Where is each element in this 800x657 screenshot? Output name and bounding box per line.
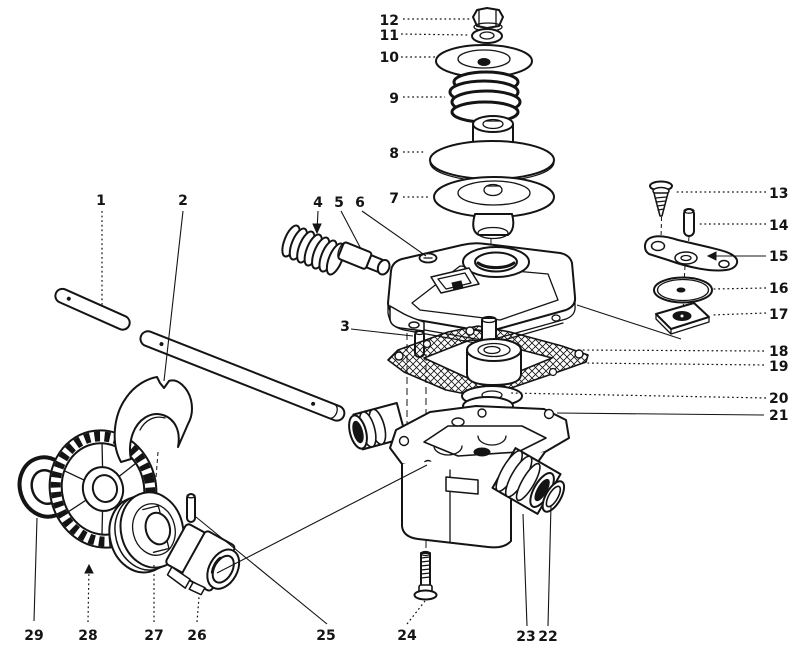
callout-13: 13: [769, 186, 788, 202]
callout-19: 19: [769, 359, 788, 375]
part-flat-washer: [471, 28, 503, 44]
callout-25: 25: [316, 628, 335, 644]
callout-labels: 1 2 3 4 5 6 7 8 9 10 11 12 13 14 15 16 1…: [24, 13, 788, 645]
part-plunger-shaft: [337, 241, 391, 276]
callout-18: 18: [769, 344, 788, 360]
part-bolt: [413, 550, 438, 601]
part-clutch-pin: [186, 493, 196, 523]
callout-4: 4: [313, 195, 323, 211]
part-gear-case: [348, 401, 570, 549]
part-bracket-arm: [644, 235, 739, 272]
callout-9: 9: [389, 91, 399, 107]
part-clutch-spring: [281, 224, 346, 276]
callout-3: 3: [340, 319, 350, 335]
callout-15: 15: [769, 249, 788, 265]
callout-27: 27: [144, 628, 163, 644]
callout-11: 11: [380, 28, 399, 44]
part-gasket: [387, 325, 589, 397]
callout-20: 20: [769, 391, 789, 407]
part-long-rod: [139, 330, 346, 422]
part-friction-disc: [653, 276, 713, 304]
part-bearing: [466, 315, 522, 386]
part-lower-pulley-half: [433, 176, 555, 240]
callout-24: 24: [397, 628, 417, 644]
part-seal-ring: [541, 480, 566, 513]
part-gear-cover: [387, 242, 577, 345]
callout-29: 29: [24, 628, 43, 644]
part-cover-fitting: [418, 252, 438, 264]
callout-26: 26: [187, 628, 206, 644]
part-pin: [683, 208, 695, 237]
leader-lines: [33, 18, 767, 627]
callout-28: 28: [78, 628, 97, 644]
callout-6: 6: [355, 195, 365, 211]
callout-2: 2: [178, 193, 188, 209]
part-shift-fork: [113, 376, 193, 463]
callout-23: 23: [516, 629, 535, 645]
callout-22: 22: [538, 629, 557, 645]
callout-12: 12: [380, 13, 399, 29]
part-retainer-washer: [435, 44, 533, 78]
part-compression-spring: [448, 70, 522, 124]
callout-5: 5: [334, 195, 344, 211]
part-upper-pulley-half: [429, 115, 555, 182]
part-nut: [472, 7, 504, 32]
callout-7: 7: [389, 191, 399, 207]
callout-10: 10: [380, 50, 400, 66]
callout-21: 21: [769, 408, 788, 424]
callout-14: 14: [769, 218, 789, 234]
part-clutch-drum: [108, 491, 185, 574]
callout-17: 17: [769, 307, 788, 323]
part-screw: [649, 180, 673, 217]
part-pad-plate: [655, 302, 710, 335]
callout-8: 8: [389, 146, 399, 162]
part-short-rod: [54, 287, 131, 331]
callout-1: 1: [96, 193, 106, 209]
callout-16: 16: [769, 281, 788, 297]
